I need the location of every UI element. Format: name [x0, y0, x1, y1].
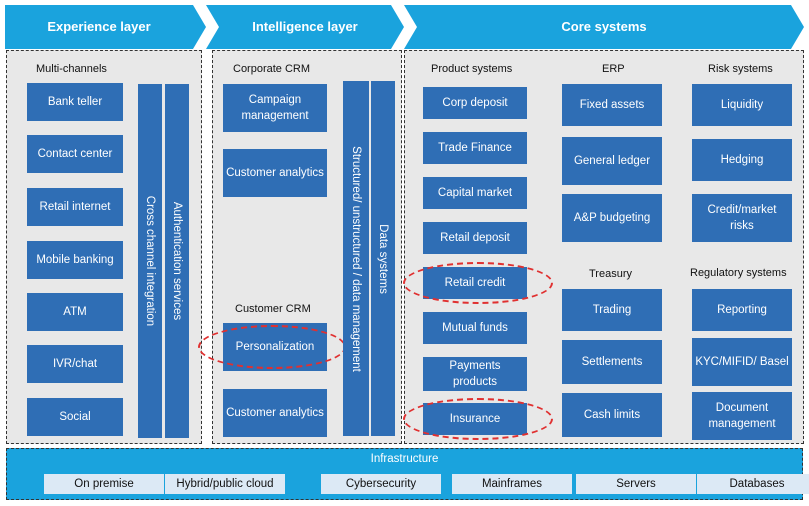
campaign-management-box: Campaign management [223, 84, 327, 132]
cross-channel-integration-bar: Cross channel integration [138, 84, 162, 438]
experience-layer-header: Experience layer [5, 5, 206, 49]
experience-layer-title: Experience layer [47, 19, 151, 34]
fixed-assets-box: Fixed assets [562, 84, 662, 126]
trading-box: Trading [562, 289, 662, 331]
channel-retail-internet: Retail internet [27, 188, 123, 226]
infrastructure-title: Infrastructure [370, 453, 439, 465]
channel-social: Social [27, 398, 123, 436]
infra-hybrid-public-cloud: Hybrid/public cloud [165, 474, 285, 494]
channel-bank-teller: Bank teller [27, 83, 123, 121]
core-systems-title: Core systems [561, 19, 647, 34]
document-management-box: Document management [692, 392, 792, 440]
customer-analytics-box: Customer analytics [223, 389, 327, 437]
authentication-services-bar: Authentication services [165, 84, 189, 438]
capital-market-box: Capital market [423, 177, 527, 209]
infra-mainframes: Mainframes [452, 474, 572, 494]
retail-deposit-box: Retail deposit [423, 222, 527, 254]
treasury-label: Treasury [589, 268, 632, 280]
payments-products-box: Payments products [423, 357, 527, 391]
erp-label: ERP [602, 63, 625, 75]
infra-databases: Databases [697, 474, 809, 494]
core-systems-header: Core systems [404, 5, 804, 49]
hedging-box: Hedging [692, 139, 792, 181]
personalization-highlight [198, 325, 346, 369]
channel-contact-center: Contact center [27, 135, 123, 173]
corporate-customer-analytics-box: Customer analytics [223, 149, 327, 197]
infra-servers: Servers [576, 474, 696, 494]
infra-on-premise: On premise [44, 474, 164, 494]
reporting-box: Reporting [692, 289, 792, 331]
corporate-crm-label: Corporate CRM [233, 63, 311, 75]
kyc-mifid-basel-box: KYC/MIFID/ Basel [692, 338, 792, 386]
retail-credit-highlight [403, 262, 553, 304]
insurance-highlight [403, 398, 553, 440]
data-management-bar: Structured/ unstructured / data manageme… [343, 81, 369, 436]
product-systems-label: Product systems [431, 63, 513, 75]
authentication-services-label: Authentication services [171, 201, 183, 321]
cross-channel-integration-label: Cross channel integration [144, 195, 156, 327]
channel-atm: ATM [27, 293, 123, 331]
infrastructure-band: Infrastructure On premise Hybrid/public … [6, 448, 809, 500]
intelligence-layer-title: Intelligence layer [252, 19, 358, 34]
settlements-box: Settlements [562, 340, 662, 384]
intelligence-panel [212, 50, 402, 444]
data-management-label: Structured/ unstructured / data manageme… [350, 145, 362, 372]
corp-deposit-box: Corp deposit [423, 87, 527, 119]
channel-mobile-banking: Mobile banking [27, 241, 123, 279]
intelligence-layer-header: Intelligence layer [206, 5, 404, 49]
credit-market-risks-box: Credit/market risks [692, 194, 792, 242]
general-ledger-box: General ledger [562, 137, 662, 185]
data-systems-bar: Data systems [371, 81, 395, 436]
channel-ivr-chat: IVR/chat [27, 345, 123, 383]
cash-limits-box: Cash limits [562, 393, 662, 437]
risk-systems-label: Risk systems [708, 63, 773, 75]
infra-cybersecurity: Cybersecurity [321, 474, 441, 494]
trade-finance-box: Trade Finance [423, 132, 527, 164]
mutual-funds-box: Mutual funds [423, 312, 527, 344]
ap-budgeting-box: A&P budgeting [562, 194, 662, 242]
liquidity-box: Liquidity [692, 84, 792, 126]
multi-channels-label: Multi-channels [36, 63, 107, 75]
customer-crm-label: Customer CRM [235, 303, 311, 315]
data-systems-label: Data systems [377, 223, 389, 294]
regulatory-systems-label: Regulatory systems [690, 267, 787, 279]
